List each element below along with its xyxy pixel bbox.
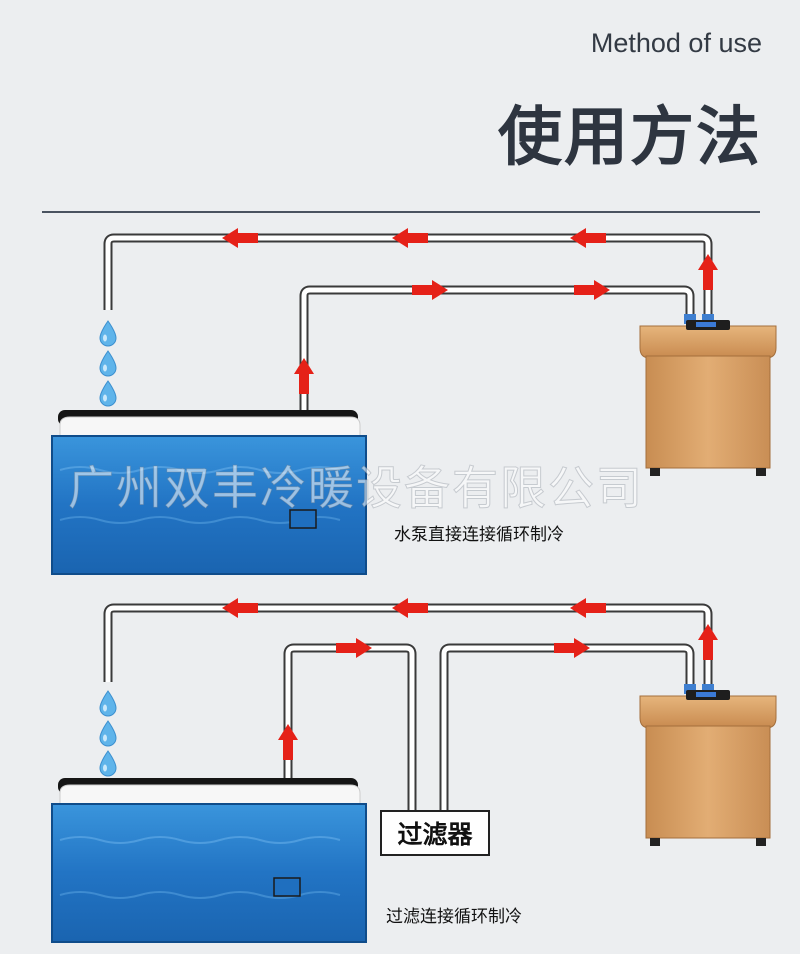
chiller-cabinet-2: [639, 684, 777, 846]
pump-icon: [289, 509, 317, 529]
flow-arrow-icon: [554, 638, 590, 658]
water-tank-2: [51, 778, 367, 943]
flow-arrow-icon: [222, 598, 258, 618]
flow-arrow-icon: [570, 598, 606, 618]
subtitle: Method of use: [590, 28, 762, 58]
divider: [42, 211, 760, 213]
water-droplet-icon: [99, 320, 117, 347]
flow-arrow-icon: [698, 624, 718, 660]
water-tank-1: [51, 410, 367, 575]
pump-icon: [273, 877, 301, 897]
flow-arrow-icon: [392, 228, 428, 248]
flow-arrow-icon: [412, 280, 448, 300]
caption-direct-pump: 水泵直接连接循环制冷: [394, 525, 564, 545]
flow-arrow-icon: [278, 724, 298, 760]
chiller-cabinet-1: [639, 314, 777, 476]
water-droplet-icon: [99, 750, 117, 777]
return-pipe-1: [103, 233, 713, 318]
flow-arrow-icon: [336, 638, 372, 658]
water-droplet-icon: [99, 720, 117, 747]
water-droplet-icon: [99, 350, 117, 377]
watermark: 广州双丰冷暖设备有限公司: [68, 461, 644, 516]
flow-arrow-icon: [294, 358, 314, 394]
flow-arrow-icon: [222, 228, 258, 248]
supply-pipe-1: [299, 285, 695, 512]
flow-arrow-icon: [392, 598, 428, 618]
flow-arrow-icon: [574, 280, 610, 300]
filter-box: 过滤器: [380, 810, 490, 856]
caption-filter: 过滤连接循环制冷: [386, 907, 522, 927]
flow-arrow-icon: [570, 228, 606, 248]
water-droplet-icon: [99, 380, 117, 407]
water-droplet-icon: [99, 690, 117, 717]
page-title: 使用方法: [498, 101, 762, 175]
flow-arrow-icon: [698, 254, 718, 290]
